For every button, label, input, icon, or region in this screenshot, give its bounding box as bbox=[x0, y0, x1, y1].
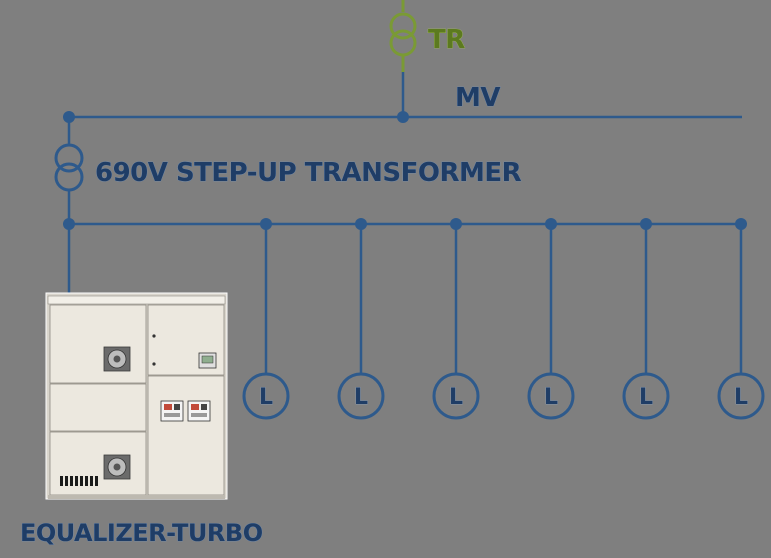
equalizer-cabinet-image bbox=[45, 292, 228, 500]
load-feeder-1: L bbox=[242, 218, 290, 420]
load-circle-icon bbox=[337, 372, 385, 420]
load-circle-icon bbox=[717, 372, 765, 420]
mv-node-tr bbox=[397, 111, 409, 123]
load-label: L bbox=[639, 385, 653, 410]
load-circle-icon bbox=[527, 372, 575, 420]
tr-label: TR bbox=[428, 25, 465, 55]
load-feeder-3: L bbox=[432, 218, 480, 420]
tr-transformer-icon bbox=[389, 0, 417, 72]
load-label: L bbox=[259, 385, 273, 410]
mv-label: MV bbox=[455, 83, 500, 113]
stepup-transformer-icon bbox=[54, 143, 84, 192]
load-circle-icon bbox=[432, 372, 480, 420]
equalizer-label: EQUALIZER-TURBO bbox=[20, 519, 263, 547]
load-label: L bbox=[734, 385, 748, 410]
load-label: L bbox=[449, 385, 463, 410]
load-label: L bbox=[354, 385, 368, 410]
stepup-label: 690V STEP-UP TRANSFORMER bbox=[95, 158, 522, 188]
load-circle-icon bbox=[622, 372, 670, 420]
load-label: L bbox=[544, 385, 558, 410]
load-feeder-2: L bbox=[337, 218, 385, 420]
load-feeder-4: L bbox=[527, 218, 575, 420]
load-feeder-6: L bbox=[717, 218, 765, 420]
load-circle-icon bbox=[242, 372, 290, 420]
load-feeder-5: L bbox=[622, 218, 670, 420]
